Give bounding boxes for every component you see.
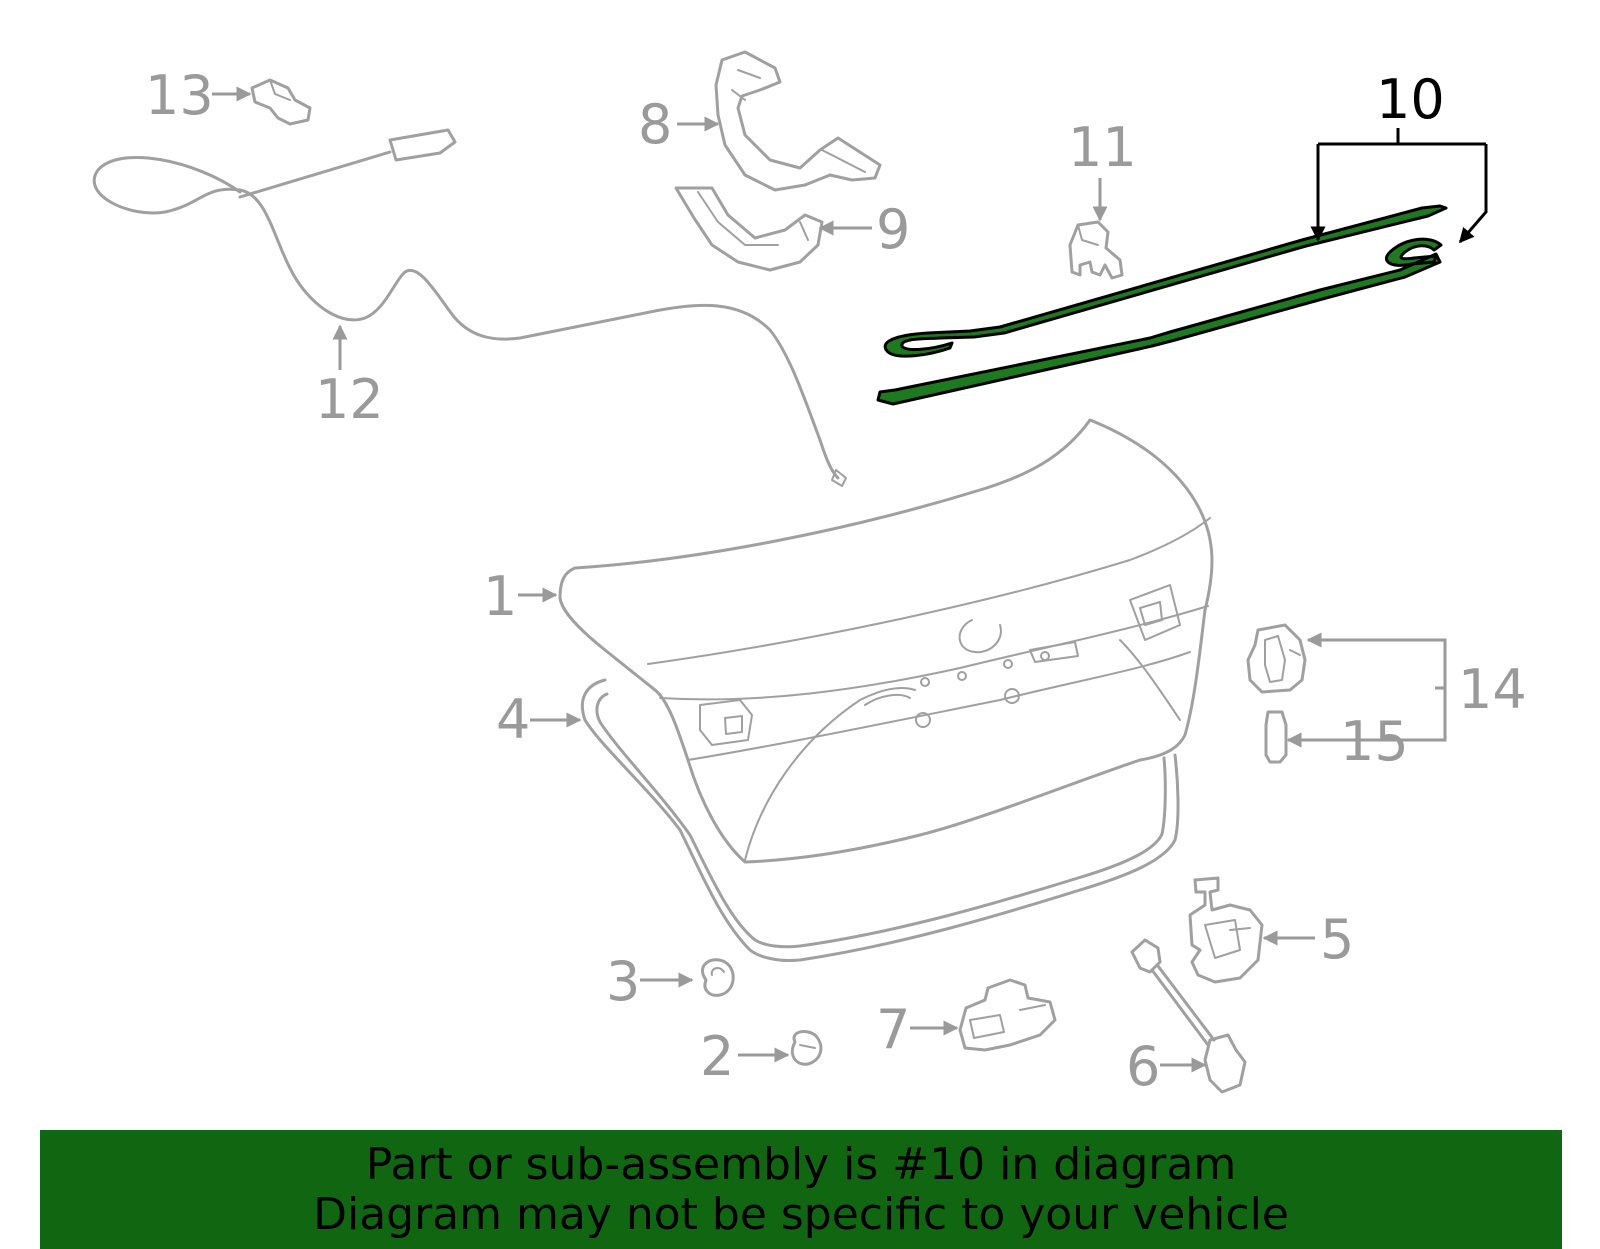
part-1-trunk-lid [558, 418, 1214, 864]
callout-15: 15 [1340, 710, 1409, 773]
banner-part-note: Part or sub-assembly is #10 in diagram [365, 1138, 1237, 1190]
part-8-hinge [714, 50, 882, 192]
callout-12: 12 [315, 368, 384, 431]
part-2-clip [790, 1030, 823, 1066]
part-15-cap [1264, 710, 1288, 764]
callout-7: 7 [876, 998, 910, 1061]
part-13-clip [250, 78, 312, 126]
part-7-switch [958, 978, 1057, 1052]
callout-9: 9 [876, 198, 910, 261]
part-6-actuator [1130, 938, 1247, 1094]
part-5-latch [1188, 876, 1264, 984]
callout-6: 6 [1126, 1035, 1160, 1098]
parts-diagram: 13 8 9 11 10 12 1 4 14 15 5 3 7 2 6 [92, 50, 1527, 1098]
info-banner: Part or sub-assembly is #10 in diagram D… [40, 1130, 1562, 1249]
part-12-release-cable [92, 128, 847, 487]
callout-2: 2 [700, 1025, 734, 1088]
torsion-rod-upper [883, 204, 1448, 358]
callout-1: 1 [483, 565, 517, 628]
callout-8: 8 [638, 93, 672, 156]
callout-11: 11 [1068, 116, 1137, 179]
callout-10: 10 [1376, 68, 1445, 131]
callout-3: 3 [606, 950, 640, 1013]
part-11-stop [1068, 220, 1124, 280]
torsion-rod-lower [876, 237, 1443, 406]
callout-14: 14 [1458, 658, 1527, 721]
part-10-torsion-rods [876, 204, 1448, 406]
leader-lines [212, 86, 1488, 1073]
part-4-weatherstrip [580, 678, 1180, 962]
callout-4: 4 [496, 688, 530, 751]
callout-13: 13 [145, 64, 214, 127]
part-9-hinge [674, 186, 824, 272]
part-14-lock [1246, 623, 1307, 694]
part-3-grommet [701, 958, 735, 997]
banner-disclaimer: Diagram may not be specific to your vehi… [313, 1188, 1289, 1240]
callout-5: 5 [1320, 908, 1354, 971]
